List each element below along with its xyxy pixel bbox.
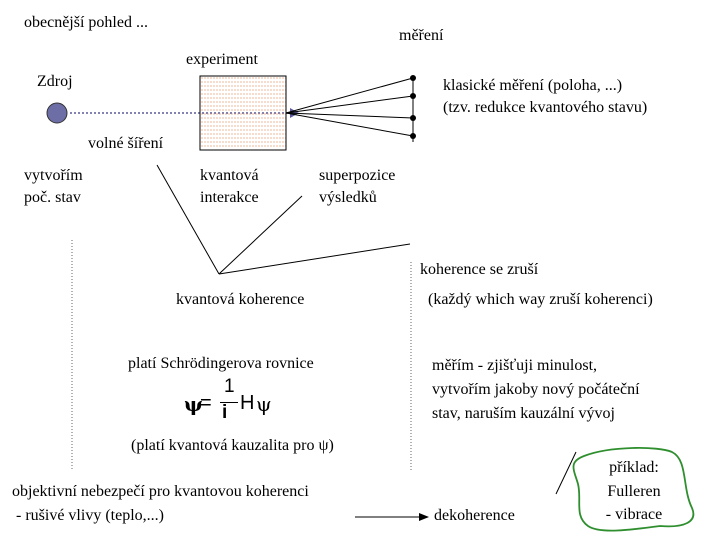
schrodinger-equation: ψ = 1 i H ψ — [180, 376, 272, 426]
example-line3: - vibrace — [605, 506, 663, 523]
experiment-label: experiment — [186, 51, 258, 68]
source-ball — [46, 102, 68, 124]
schrodinger-label: platí Schrödingerova rovnice — [128, 355, 314, 372]
source-label: Zdroj — [37, 73, 73, 90]
equation-fraction-bar — [220, 402, 238, 403]
measurement-label: měření — [399, 27, 444, 44]
detector-dots — [410, 75, 416, 139]
superposition-line2: výsledků — [319, 189, 377, 206]
equation-equals: = — [200, 392, 212, 414]
measure-line3: stav, naruším kauzální vývoj — [432, 405, 615, 422]
measurement-beams — [285, 76, 414, 142]
decoherence-label: dekoherence — [434, 507, 515, 524]
quantum-coherence-label: kvantová koherence — [176, 291, 305, 308]
classical-measurement-line1: klasické měření (poloha, ...) — [443, 77, 623, 94]
classical-measurement-line2: (tzv. redukce kvantového stavu) — [443, 99, 648, 116]
equation-numerator: 1 — [224, 376, 235, 397]
create-state-line1: vytvořím — [24, 167, 83, 184]
quantum-interaction-line2: interakce — [200, 189, 259, 206]
measure-line1: měřím - zjišťuji minulost, — [432, 357, 598, 374]
coherence-cancel-label: koherence se zruší — [420, 261, 539, 278]
equation-denominator: i — [222, 402, 228, 423]
superposition-line1: superpozice — [319, 167, 396, 184]
equation-psi-right: ψ — [256, 392, 272, 416]
example-outline — [572, 447, 695, 532]
which-way-label: (každý which way zruší koherenci) — [428, 291, 653, 308]
danger-line2: - rušivé vlivy (teplo,...) — [12, 507, 164, 524]
create-state-line2: poč. stav — [24, 189, 81, 206]
general-view-label: obecnější pohled ... — [24, 14, 148, 31]
equation-psi-left: ψ — [184, 392, 203, 416]
coherence-lines — [156, 164, 411, 275]
causality-label: (platí kvantová kauzalita pro ψ) — [131, 437, 334, 454]
quantum-interaction-line1: kvantová — [200, 167, 259, 184]
danger-line1: objektivní nebezpečí pro kvantovou koher… — [12, 483, 309, 500]
example-line2: Fulleren — [607, 483, 661, 500]
example-line1: příklad: — [609, 459, 659, 476]
example-pointer — [555, 451, 577, 495]
free-propagation-label: volné šíření — [88, 135, 164, 152]
measure-line2: vytvořím jakoby nový počáteční — [432, 381, 640, 398]
equation-hamiltonian: H — [240, 392, 255, 414]
experiment-box — [199, 75, 287, 151]
